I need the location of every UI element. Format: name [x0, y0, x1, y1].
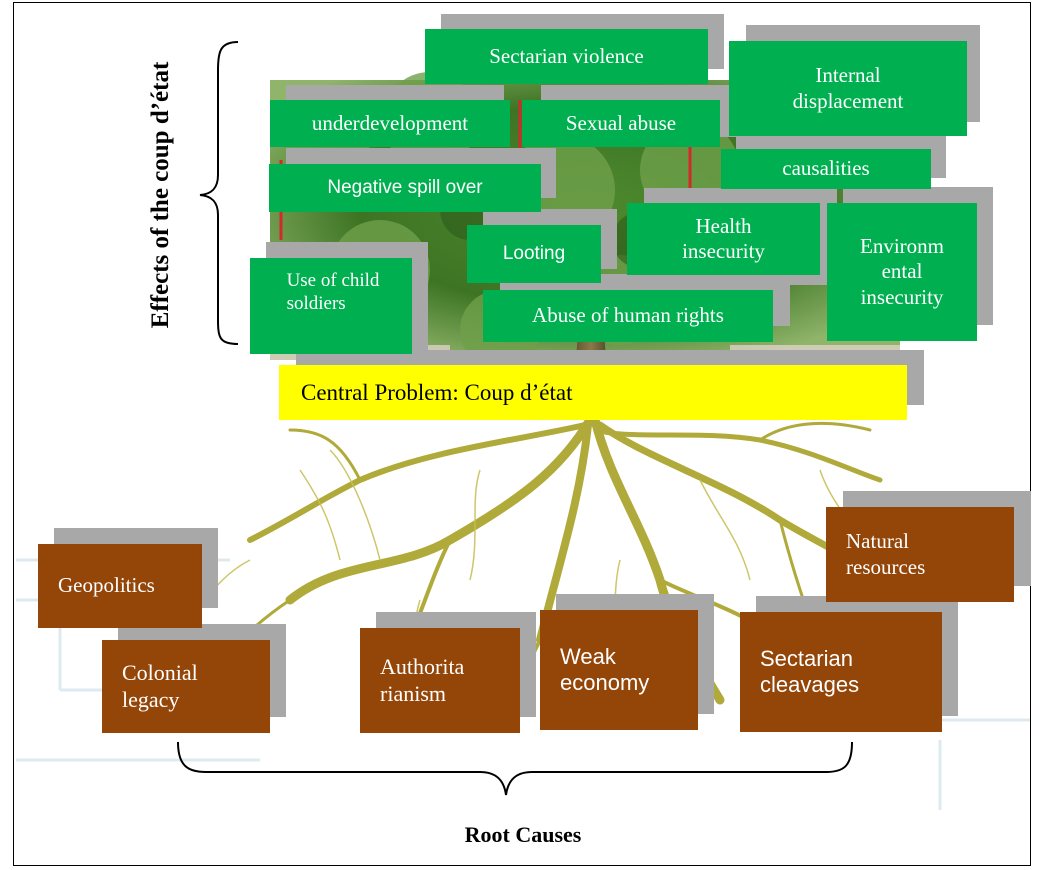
cause-label-line: cleavages [760, 672, 860, 697]
effect-abuse-of-human-rights: Abuse of human rights [483, 290, 773, 342]
cause-label-line: Authorita [380, 654, 465, 680]
cause-weak-economy: Weak economy [540, 610, 698, 730]
cause-colonial-legacy: Colonial legacy [102, 640, 270, 733]
effect-looting: Looting [467, 225, 601, 283]
effect-use-of-child-soldiers: Use of child soldiers [250, 258, 412, 354]
effect-label-line: Environm [860, 234, 944, 259]
effect-label: Abuse of human rights [532, 303, 724, 328]
cause-label-line: Colonial [122, 660, 198, 686]
effect-label-line: ental [881, 259, 923, 284]
effect-label: Sexual abuse [565, 110, 677, 135]
cause-geopolitics: Geopolitics [38, 544, 202, 628]
effect-health-insecurity: Health insecurity [627, 203, 820, 275]
effect-label-line: Health [695, 213, 752, 238]
cause-label-line: economy [560, 670, 650, 695]
central-problem-box: Central Problem: Coup d’état [279, 365, 907, 420]
cause-label-line: Natural [846, 529, 909, 554]
effect-environmental-insecurity: Environm ental insecurity [827, 203, 977, 341]
cause-natural-resources: Natural resources [826, 507, 1014, 602]
effect-label: underdevelopment [311, 110, 469, 135]
cause-label-line: rianism [380, 680, 446, 706]
cause-label-line: legacy [122, 686, 180, 712]
effect-label-line: insecurity [860, 284, 944, 309]
cause-label-line: Sectarian [760, 645, 853, 671]
effect-label-line: Use of child [286, 270, 380, 291]
effect-underdevelopment: underdevelopment [270, 100, 510, 147]
effect-label-line: insecurity [682, 239, 765, 263]
cause-authoritarianism: Authorita rianism [360, 628, 520, 733]
effect-sectarian-violence: Sectarian violence [425, 29, 708, 84]
cause-sectarian-cleavages: Sectarian cleavages [740, 612, 942, 732]
effect-internal-displacement: Internal displacement [729, 41, 967, 136]
effect-sexual-abuse: Sexual abuse [522, 100, 720, 147]
effect-negative-spill-over: Negative spill over [269, 164, 541, 212]
cause-label-line: resources [846, 554, 926, 579]
root-causes-title: Root Causes [464, 822, 582, 847]
effect-label: Negative spill over [327, 176, 483, 198]
effect-label-line: Internal [815, 63, 881, 88]
cause-label-line: Weak [560, 643, 616, 669]
effect-label: Sectarian violence [489, 43, 644, 68]
effect-label: Looting [502, 242, 566, 264]
effect-label-line: soldiers [286, 292, 346, 314]
effect-label: causalities [782, 156, 870, 181]
effects-title-text: Effects of the coup d’état [147, 61, 174, 329]
cause-label: Geopolitics [58, 573, 155, 598]
effect-label-line: displacement [792, 88, 904, 113]
effect-causalities: causalities [721, 149, 931, 189]
central-problem-label: Central Problem: Coup d’état [301, 379, 573, 405]
